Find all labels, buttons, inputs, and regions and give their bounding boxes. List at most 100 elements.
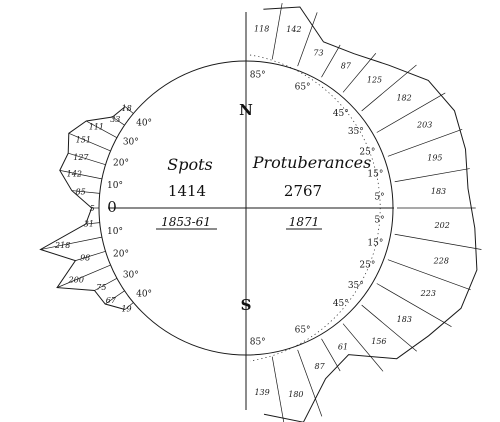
spot-zone-divider [86, 120, 118, 139]
spot-count-label: 142 [67, 169, 82, 178]
spots-heading: Spots [167, 155, 212, 174]
protuberance-count-label: 87 [315, 362, 326, 371]
protuberance-count-label: 73 [313, 49, 323, 58]
protuberance-zone-divider [361, 304, 417, 352]
protuberance-zone-divider [342, 323, 384, 372]
equator-zero-label: 0 [107, 198, 117, 216]
spot-count-label: 19 [121, 304, 131, 313]
protuberance-dotted-arc [249, 54, 381, 362]
spot-zone-divider [59, 170, 102, 180]
south-label: S [241, 296, 252, 314]
protuberance-count-label: 180 [288, 390, 303, 399]
protuberance-count-label: 182 [396, 93, 411, 102]
spot-latitude-label: 10° [107, 181, 123, 191]
spot-zone-divider [94, 277, 118, 291]
protuberance-latitude-label: 15° [367, 239, 383, 249]
protuberance-zone-divider [387, 259, 471, 291]
spot-count-label: 31 [84, 220, 94, 229]
protuberance-zone-divider [361, 64, 417, 112]
protuberance-latitude-label: 5° [374, 192, 384, 202]
protuberance-latitude-label: 35° [348, 281, 364, 291]
protuberance-count-label: 156 [371, 337, 386, 346]
spot-zone-divider [124, 106, 134, 114]
spot-latitude-label: 30° [123, 271, 139, 281]
spot-zone-divider [56, 264, 111, 288]
protuberance-count-label: 142 [286, 25, 301, 34]
protuberance-count-label: 195 [427, 153, 442, 162]
diagram-frame [98, 12, 394, 410]
protuberance-zone-divider [376, 283, 452, 327]
spot-latitude-label: 20° [113, 159, 129, 169]
spot-count-label: 33 [110, 115, 120, 124]
protuberance-count-label: 183 [431, 187, 446, 196]
protuberance-zone-divider [321, 338, 341, 372]
protuberance-distribution-profile [249, 2, 482, 422]
protuberance-latitude-label: 45° [333, 109, 349, 119]
protuberance-latitude-label: 35° [348, 127, 364, 137]
protuberance-zone-divider [297, 12, 318, 67]
spot-count-label: 111 [89, 123, 104, 132]
spot-zone-divider [40, 236, 102, 250]
spot-zone-divider [71, 190, 100, 194]
spot-distribution-profile [39, 106, 134, 310]
spot-count-label: 200 [68, 276, 84, 285]
protuberance-zone-divider [271, 356, 285, 422]
protuberance-count-label: 228 [433, 256, 449, 265]
protuberance-zone-divider [321, 44, 341, 78]
spot-count-label: 85 [76, 187, 86, 196]
protuberance-latitude-label: 25° [359, 261, 375, 271]
protuberance-latitude-label: 25° [359, 147, 375, 157]
spot-zone-divider [68, 132, 111, 152]
protuberance-count-label: 139 [254, 388, 269, 397]
protuberance-latitude-label: 65° [295, 83, 311, 93]
protuberance-latitude-label: 65° [295, 325, 311, 335]
protuberance-count-label: 87 [341, 61, 352, 70]
protuberance-latitude-label: 15° [367, 169, 383, 179]
spot-zone-divider [112, 116, 125, 126]
protuberance-zone-divider [387, 128, 463, 157]
protuberances-total: 2767 [284, 182, 322, 200]
protuberance-zone-divider [376, 92, 446, 133]
spot-count-label: 18 [122, 104, 132, 113]
protuberance-zone-divider [394, 168, 470, 183]
spot-count-label: 98 [80, 254, 90, 263]
protuberance-count-label: 202 [434, 221, 450, 230]
protuberance-latitude-label: 85° [250, 338, 266, 348]
spot-count-label: 218 [54, 241, 70, 250]
protuberances-heading: Protuberances [252, 153, 372, 172]
spot-zone-divider [104, 290, 125, 305]
protuberance-count-label: 118 [254, 24, 269, 33]
spot-latitude-label: 10° [107, 227, 123, 237]
spot-count-label: 127 [73, 153, 89, 162]
protuberance-count-label: 61 [338, 343, 348, 352]
protuberance-zone-divider [271, 2, 283, 60]
spot-count-label: 151 [76, 135, 91, 144]
protuberances-period: 1871 [289, 215, 320, 229]
protuberance-count-label: 203 [416, 121, 432, 130]
spot-latitude-label: 30° [123, 138, 139, 148]
north-label: N [239, 101, 253, 119]
protuberance-latitude-label: 85° [250, 71, 266, 81]
spots-total: 1414 [168, 182, 206, 200]
protuberance-zone-divider [342, 53, 377, 93]
spot-latitude-label: 20° [113, 250, 129, 260]
spot-zone-divider [75, 250, 106, 261]
spot-zone-divider [85, 222, 100, 225]
spot-count-label: 67 [106, 296, 117, 305]
protuberance-zone-divider [297, 349, 323, 417]
spot-zone-divider [68, 152, 106, 166]
protuberance-count-label: 125 [367, 76, 382, 85]
protuberance-count-label: 183 [397, 315, 412, 324]
spot-latitude-label: 40° [136, 290, 152, 300]
spot-zone-divider [124, 302, 134, 310]
spot-count-label: 5 [90, 204, 95, 213]
spot-latitude-label: 40° [136, 119, 152, 129]
protuberance-latitude-label: 45° [333, 299, 349, 309]
protuberance-latitude-label: 5° [374, 216, 384, 226]
spots-period: 1853-61 [161, 215, 211, 229]
protuberance-zone-divider [394, 233, 482, 250]
spot-count-label: 75 [96, 283, 106, 292]
protuberance-count-label: 223 [420, 289, 436, 298]
